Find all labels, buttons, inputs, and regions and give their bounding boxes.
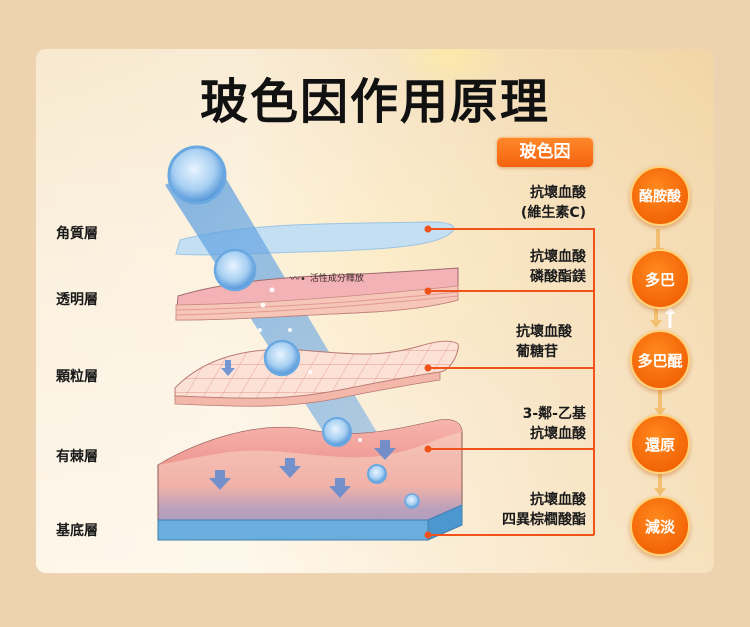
droplet-icon bbox=[322, 417, 352, 447]
stratum-basale-layer bbox=[157, 519, 429, 541]
boseine-tag: 玻色因 bbox=[497, 137, 593, 167]
step-dopaquinone: 多巴醌 bbox=[630, 330, 690, 390]
connector-lines bbox=[428, 228, 595, 536]
step-dopa: 多巴 bbox=[630, 249, 690, 309]
ingredient-vitamin-c: 抗壞血酸 (維生素C) bbox=[520, 185, 586, 221]
layer-label-stratum-lucidum: 透明層 bbox=[56, 292, 98, 308]
ingredient-ethyl-ascorbic-acid: 3-鄰-乙基 抗壞血酸 bbox=[522, 406, 586, 442]
ingredient-ascorbyl-glucoside: 抗壞血酸 葡糖苷 bbox=[516, 324, 572, 360]
droplet-icon bbox=[263, 339, 301, 377]
layer-label-stratum-corneum: 角質層 bbox=[56, 226, 98, 242]
process-arrows bbox=[650, 229, 675, 496]
step-lighten: 減淡 bbox=[630, 496, 690, 556]
step-tyrosine: 酪胺酸 bbox=[630, 166, 690, 226]
droplet-icon bbox=[167, 145, 227, 205]
layer-label-stratum-granulosum: 顆粒層 bbox=[56, 369, 98, 385]
layer-label-stratum-basale: 基底層 bbox=[56, 523, 98, 539]
layer-label-stratum-spinosum: 有棘層 bbox=[56, 449, 98, 465]
page-title: 玻色因作用原理 bbox=[199, 74, 550, 130]
ingredient-ascorbyl-tetraisopalmitate: 抗壞血酸 四異棕櫚酸酯 bbox=[502, 492, 586, 528]
droplet-icon bbox=[213, 248, 257, 292]
ingredient-mg-ascorbyl-phosphate: 抗壞血酸 磷酸酯鎂 bbox=[530, 249, 586, 285]
step-reduction: 還原 bbox=[630, 414, 690, 474]
active-release-annotation: 〰• 活性成分釋放 bbox=[290, 270, 364, 285]
squiggle-arrow-icon: 〰• bbox=[290, 274, 306, 285]
